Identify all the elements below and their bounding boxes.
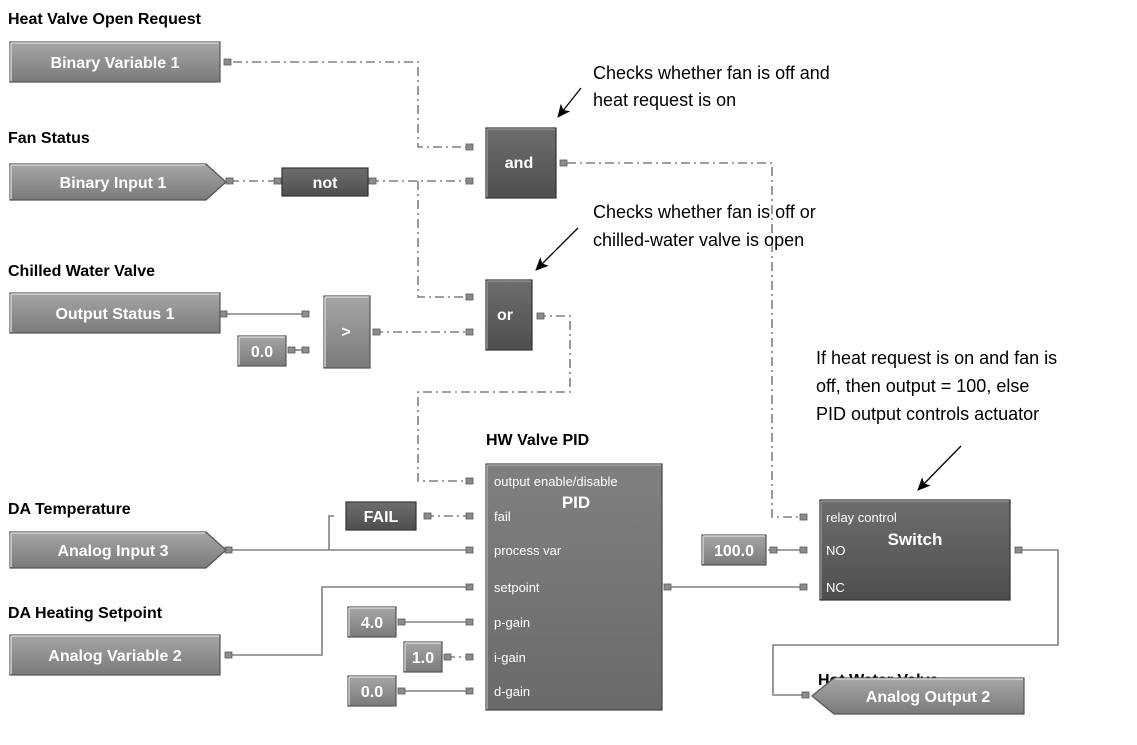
heading-fan-status: Fan Status bbox=[8, 130, 90, 147]
annotation-arrow bbox=[557, 87, 582, 118]
constant-compare-zero[interactable]: 0.0 bbox=[237, 335, 287, 367]
annotation-text: chilled-water valve is open bbox=[593, 230, 804, 250]
constant-switch-no[interactable]: 100.0 bbox=[701, 534, 767, 566]
wire-av2-to-pid-sp bbox=[230, 586, 472, 656]
annotation-text: If heat request is on and fan is bbox=[816, 348, 1057, 368]
port-pins bbox=[219, 58, 1023, 699]
logic-label: not bbox=[313, 175, 339, 192]
block-analog-input-3[interactable]: Analog Input 3 bbox=[9, 531, 227, 569]
block-output-status-1[interactable]: Output Status 1 bbox=[9, 292, 221, 334]
annotation-switch: If heat request is on and fan is off, th… bbox=[816, 348, 1057, 491]
heading-da-heating-setpoint: DA Heating Setpoint bbox=[8, 605, 163, 622]
pid-port-output-enable: output enable/disable bbox=[494, 474, 618, 489]
constant-value: 0.0 bbox=[251, 344, 273, 361]
block-binary-input-1[interactable]: Binary Input 1 bbox=[9, 163, 227, 201]
pid-port-p-gain: p-gain bbox=[494, 615, 530, 630]
annotation-text: PID output controls actuator bbox=[816, 404, 1039, 424]
block-label: Analog Variable 2 bbox=[48, 648, 181, 665]
logic-compare[interactable]: > bbox=[323, 295, 371, 369]
block-analog-variable-2[interactable]: Analog Variable 2 bbox=[9, 634, 221, 676]
annotation-or: Checks whether fan is off or chilled-wat… bbox=[535, 202, 816, 271]
wire-not-to-or bbox=[417, 181, 472, 298]
heading-hw-valve-pid: HW Valve PID bbox=[486, 432, 589, 449]
pid-title: PID bbox=[562, 493, 590, 512]
constant-i-gain[interactable]: 1.0 bbox=[403, 641, 443, 673]
logic-label: or bbox=[497, 307, 513, 324]
annotation-text: off, then output = 100, else bbox=[816, 376, 1029, 396]
block-analog-output-2[interactable]: Analog Output 2 bbox=[811, 677, 1025, 715]
logic-label: and bbox=[505, 155, 533, 172]
block-binary-variable-1[interactable]: Binary Variable 1 bbox=[9, 41, 221, 83]
annotation-text: heat request is on bbox=[593, 90, 736, 110]
logic-or[interactable]: or bbox=[485, 279, 533, 351]
constant-value: 4.0 bbox=[361, 615, 383, 632]
logic-label: > bbox=[341, 324, 350, 341]
constant-d-gain[interactable]: 0.0 bbox=[347, 675, 397, 707]
heading-da-temperature: DA Temperature bbox=[8, 501, 131, 518]
wire-or-to-pid-enable bbox=[417, 315, 571, 482]
heading-heat-valve-open-request: Heat Valve Open Request bbox=[8, 11, 202, 28]
pid-port-d-gain: d-gain bbox=[494, 684, 530, 699]
wire-bv1-to-and bbox=[233, 61, 472, 148]
pid-port-process-var: process var bbox=[494, 543, 562, 558]
annotation-arrow bbox=[535, 227, 579, 271]
logic-fail[interactable]: FAIL bbox=[345, 501, 417, 531]
annotation-and: Checks whether fan is off and heat reque… bbox=[557, 63, 830, 118]
logic-not[interactable]: not bbox=[281, 167, 369, 197]
logic-label: FAIL bbox=[364, 509, 399, 526]
pid-block[interactable]: PID output enable/disable fail process v… bbox=[485, 463, 663, 711]
pid-port-i-gain: i-gain bbox=[494, 650, 526, 665]
pid-port-setpoint: setpoint bbox=[494, 580, 540, 595]
switch-title: Switch bbox=[888, 530, 943, 549]
switch-port-nc: NC bbox=[826, 580, 845, 595]
constant-p-gain[interactable]: 4.0 bbox=[347, 606, 397, 638]
heading-chilled-water-valve: Chilled Water Valve bbox=[8, 263, 155, 280]
wire-ai3-to-fail bbox=[328, 515, 334, 550]
block-label: Output Status 1 bbox=[55, 306, 174, 323]
logic-and[interactable]: and bbox=[485, 127, 557, 199]
annotation-text: Checks whether fan is off and bbox=[593, 63, 830, 83]
switch-port-no: NO bbox=[826, 543, 846, 558]
block-label: Binary Variable 1 bbox=[51, 55, 180, 72]
block-label: Analog Input 3 bbox=[57, 543, 168, 560]
switch-block[interactable]: Switch relay control NO NC bbox=[819, 499, 1011, 601]
constant-value: 100.0 bbox=[714, 543, 754, 560]
annotation-arrow bbox=[917, 445, 962, 491]
block-label: Analog Output 2 bbox=[866, 689, 991, 706]
pid-port-fail: fail bbox=[494, 509, 511, 524]
wire-and-to-switch-relay bbox=[567, 162, 806, 518]
constant-value: 0.0 bbox=[361, 684, 383, 701]
switch-port-relay-control: relay control bbox=[826, 510, 897, 525]
block-label: Binary Input 1 bbox=[60, 175, 167, 192]
constant-value: 1.0 bbox=[412, 650, 434, 667]
wire-switch-to-ao2 bbox=[772, 549, 1059, 696]
annotation-text: Checks whether fan is off or bbox=[593, 202, 816, 222]
